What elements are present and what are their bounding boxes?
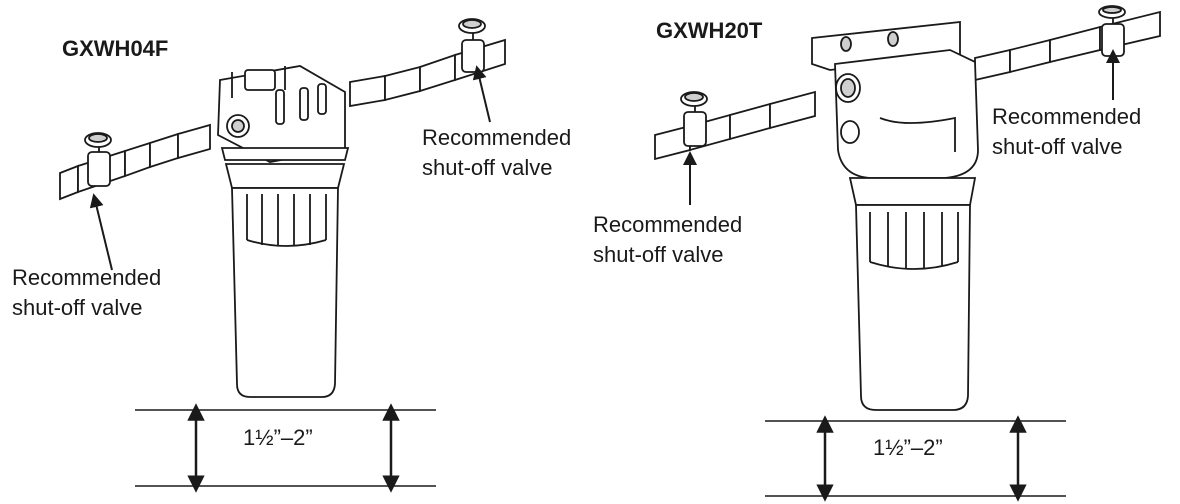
left-outlet-shutoff-valve-icon — [458, 18, 486, 73]
outlet-valve-label-line1-gxwh20t: Recommended — [992, 104, 1141, 129]
gxwh20t-filter-housing — [848, 177, 977, 411]
gxwh20t-assembly: GXWH20T — [593, 5, 1161, 502]
outlet-valve-label-line1-gxwh04f: Recommended — [422, 125, 571, 150]
inlet-valve-label-line2-gxwh04f: shut-off valve — [12, 295, 142, 320]
model-label-gxwh20t: GXWH20T — [656, 18, 763, 43]
inlet-valve-leader-gxwh04f — [89, 193, 113, 271]
inlet-valve-label-line1-gxwh20t: Recommended — [593, 212, 742, 237]
clearance-label-gxwh20t: 1½”–2” — [873, 435, 943, 460]
gxwh04f-assembly: GXWH04F — [12, 18, 571, 493]
model-label-gxwh04f: GXWH04F — [62, 36, 168, 61]
outlet-valve-label-line2-gxwh04f: shut-off valve — [422, 155, 552, 180]
gxwh04f-filter-head — [217, 65, 350, 163]
clearance-label-gxwh04f: 1½”–2” — [243, 425, 313, 450]
right-inlet-pipe — [654, 90, 816, 161]
gxwh20t-filter-head — [811, 20, 979, 179]
gxwh04f-clearance-dimension — [135, 403, 436, 493]
inlet-valve-label-line1-gxwh04f: Recommended — [12, 265, 161, 290]
right-outlet-shutoff-valve-icon — [1098, 5, 1126, 57]
left-inlet-shutoff-valve-icon — [84, 132, 112, 187]
right-inlet-shutoff-valve-icon — [680, 91, 708, 147]
outlet-valve-leader-gxwh04f — [472, 65, 491, 123]
right-outlet-pipe — [974, 10, 1161, 82]
left-inlet-pipe — [59, 123, 211, 201]
gxwh04f-filter-housing — [224, 163, 346, 398]
outlet-valve-label-line2-gxwh20t: shut-off valve — [992, 134, 1122, 159]
inlet-valve-label-line2-gxwh20t: shut-off valve — [593, 242, 723, 267]
gxwh20t-clearance-dimension — [765, 415, 1066, 502]
